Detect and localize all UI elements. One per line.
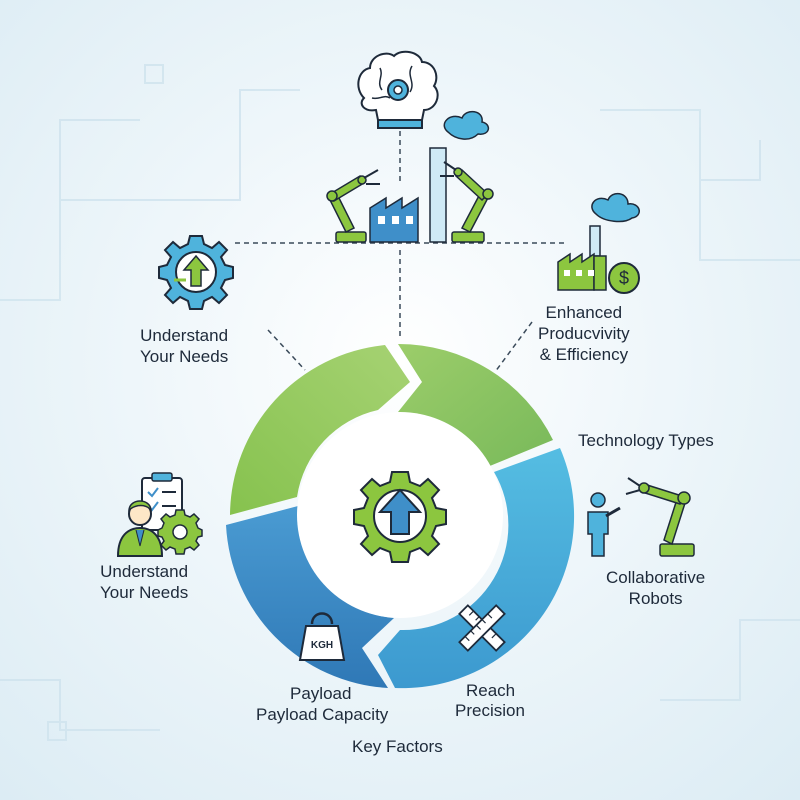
label-understand-needs-top: Understand Your Needs bbox=[140, 325, 228, 367]
label-payload: Payload bbox=[290, 683, 351, 704]
ruler-cross-icon bbox=[458, 604, 506, 652]
label-reach: Reach bbox=[466, 680, 515, 701]
dashed-connectors bbox=[235, 122, 565, 373]
label-line: Payload Capacity bbox=[256, 705, 389, 724]
ring-segment-cyan bbox=[378, 448, 575, 689]
factory-robot-arms-icon bbox=[326, 110, 494, 243]
label-key-factors: Key Factors bbox=[352, 736, 443, 757]
gear-arrow-icon bbox=[158, 235, 234, 310]
label-payload-capacity: Payload Capacity bbox=[256, 704, 388, 725]
label-collaborative-robots: Collaborative Robots bbox=[606, 567, 705, 609]
ring-segment-blue bbox=[226, 506, 394, 688]
label-line: Producvivity bbox=[538, 324, 630, 343]
label-enhanced-productivity: Enhanced Producvivity & Efficiency bbox=[538, 302, 630, 365]
ring-segment-green-right bbox=[398, 343, 553, 470]
weight-icon: KGH bbox=[298, 612, 346, 661]
label-line: Understand bbox=[100, 562, 189, 581]
label-line: Understand bbox=[140, 326, 229, 345]
weight-label: KGH bbox=[311, 640, 333, 651]
label-line: & Efficiency bbox=[539, 345, 629, 364]
brain-gear-icon bbox=[357, 50, 439, 129]
label-line: Robots bbox=[628, 589, 683, 608]
label-line: Enhanced bbox=[545, 303, 623, 322]
label-line: Payload bbox=[290, 684, 352, 703]
label-precision: Precision bbox=[455, 700, 525, 721]
ring-segment-green-left bbox=[230, 345, 410, 515]
gear-up-arrow-icon bbox=[353, 471, 447, 563]
label-line: Collaborative bbox=[606, 568, 706, 587]
label-line: Your Needs bbox=[140, 347, 229, 366]
person-checklist-gear-icon bbox=[116, 472, 203, 557]
label-line: Precision bbox=[455, 701, 525, 720]
person-robot-arm-icon bbox=[587, 477, 695, 557]
svg-text:$: $ bbox=[619, 268, 629, 288]
label-line: Key Factors bbox=[352, 737, 443, 756]
label-understand-needs-left: Understand Your Needs bbox=[100, 561, 188, 603]
label-line: Reach bbox=[466, 681, 516, 700]
factory-dollar-icon: $ bbox=[557, 192, 640, 294]
label-line: Technology Types bbox=[578, 431, 714, 450]
label-technology-types: Technology Types bbox=[578, 430, 714, 451]
background-circuit-lines bbox=[0, 64, 800, 741]
label-line: Your Needs bbox=[100, 583, 189, 602]
